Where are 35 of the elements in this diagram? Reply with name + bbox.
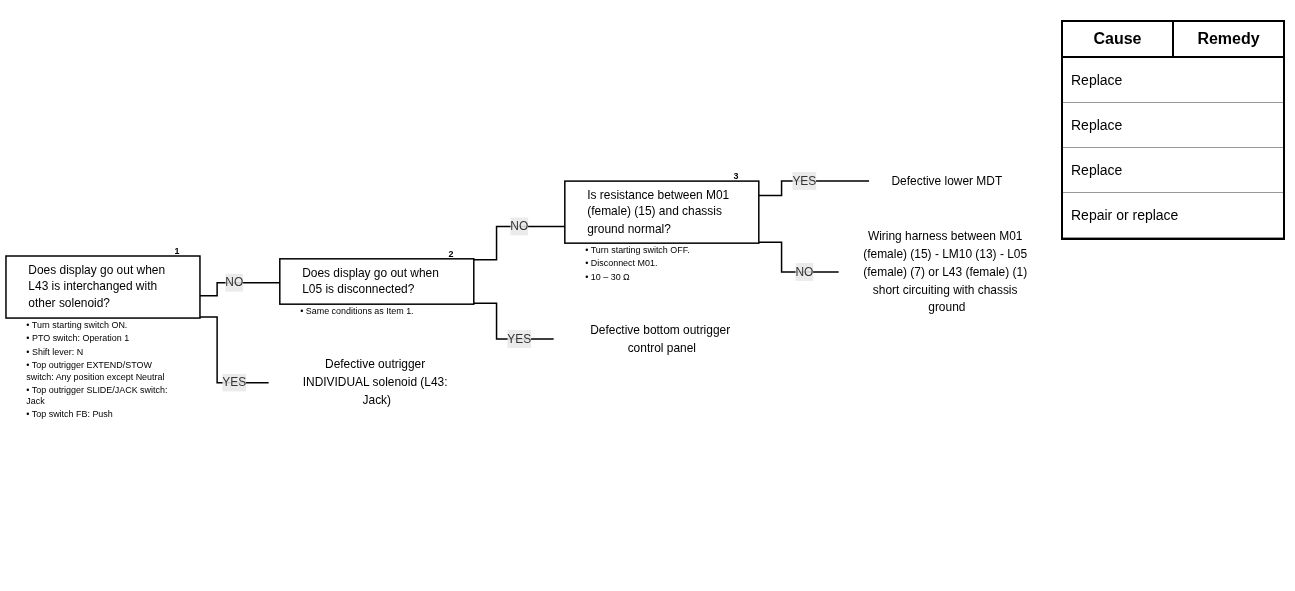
column-header: Remedy xyxy=(1174,22,1283,58)
remedy-text: Replace xyxy=(1063,103,1283,148)
step-number: 3 xyxy=(732,170,739,183)
condition-note: • PTO switch: Operation 1 xyxy=(26,333,131,345)
condition-note: • Top outrigger SLIDE/JACK switch: Jack xyxy=(26,384,169,408)
condition-note: • Turn starting switch ON. xyxy=(26,319,129,332)
remedy-text: Replace xyxy=(1063,58,1283,103)
condition-note: • 10 – 30 Ω xyxy=(585,271,631,284)
node-box: Does display go out when L05 is disconnected? xyxy=(279,258,475,306)
connector xyxy=(758,180,870,197)
node-text: Defective outrigger INDIVIDUAL solenoid (L43: Jack) xyxy=(302,358,448,407)
condition-note: • Top switch FB: Push xyxy=(26,409,114,421)
node-text: Defective lower MDT xyxy=(891,174,1003,188)
condition-note: • Top outrigger EXTEND/STOW switch: Any position except Neutral xyxy=(26,360,166,384)
remedy-text: Replace xyxy=(1063,148,1283,193)
connector xyxy=(473,302,555,340)
edge-label: NO xyxy=(795,265,814,279)
remedy-text: Repair or replace xyxy=(1063,193,1283,238)
edge-label: NO xyxy=(225,276,244,289)
step-number: 2 xyxy=(447,248,454,261)
condition-note: • Disconnect M01. xyxy=(585,258,659,270)
column-header: Cause xyxy=(1063,22,1174,58)
node-text: Defective bottom outrigger control panel xyxy=(590,323,731,355)
step-number: 1 xyxy=(173,245,180,258)
node-text: Wiring harness between M01 (female) (15) - LM10 (13) - L05 (female) (7) or L43 (female) (1) short circuiting with chassis ground xyxy=(863,229,1028,315)
edge-label: NO xyxy=(510,220,529,233)
edge-label: YES xyxy=(792,174,817,188)
node-box: Is resistance between M01 (female) (15) and chassis ground normal? xyxy=(564,180,760,245)
edge-label: YES xyxy=(222,376,247,389)
edge-label: YES xyxy=(507,332,532,346)
condition-note: • Shift lever: N xyxy=(26,346,85,359)
node-box: Does display go out when L43 is interchanged with other solenoid? xyxy=(5,255,201,320)
condition-note: • Same conditions as Item 1. xyxy=(300,305,415,318)
connector xyxy=(199,316,270,384)
condition-note: • Turn starting switch OFF. xyxy=(585,244,691,257)
